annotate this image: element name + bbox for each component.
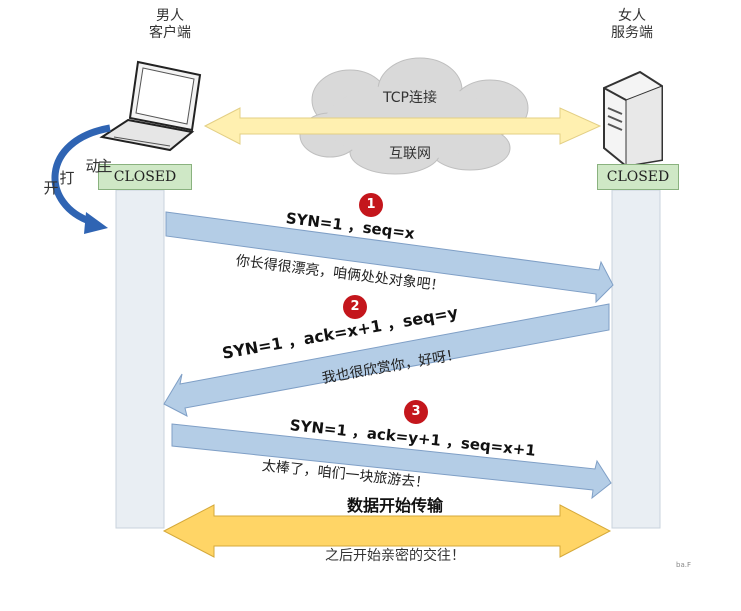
tcp-connection-arrow [203,107,602,145]
step-3-badge: 3 [404,400,428,424]
data-transfer-arrow [162,504,612,558]
step-1-badge: 1 [359,193,383,217]
server-state: CLOSED [597,164,679,190]
client-lifeline [115,189,165,529]
client-state: CLOSED [98,164,192,190]
client-label-line1: 男人 [156,8,184,24]
ack-arrow [171,423,612,500]
curved-arrow-head-icon [84,212,108,234]
server-label-line2: 服务端 [611,25,653,41]
syn-ack-arrow [163,303,610,417]
server-label-line1: 女人 [618,8,646,24]
server-lifeline [611,189,661,529]
server-icon [603,70,663,168]
laptop-icon [99,60,202,152]
client-label-line2: 客户端 [149,25,191,41]
data-transfer-title: 数据开始传输 [346,496,443,515]
data-transfer-note: 之后开始亲密的交往！ [325,548,465,564]
cloud-bottom-label: 互联网 [389,146,431,162]
syn-arrow [165,211,614,304]
cloud-top-label: TCP连接 [383,90,437,106]
watermark: ba.F [676,561,691,569]
step-2-badge: 2 [343,295,367,319]
server-label: 女人 服务端 [592,8,672,42]
curved-arrow-icon [51,124,111,226]
client-label: 男人 客户端 [130,8,210,42]
